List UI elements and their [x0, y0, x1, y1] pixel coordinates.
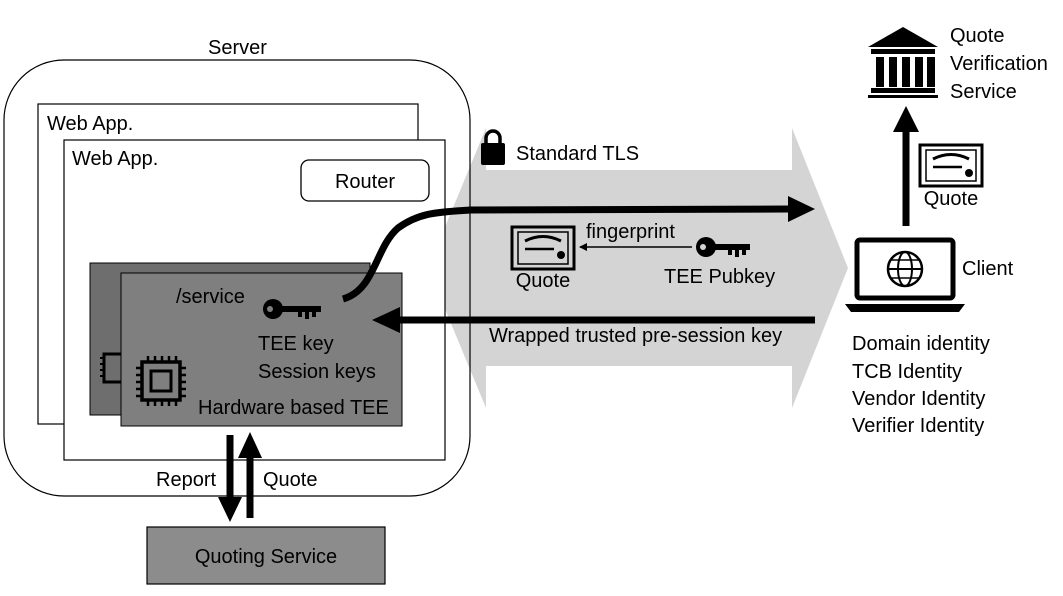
certificate-icon [510, 225, 576, 271]
verification-line3: Service [950, 81, 1017, 103]
tee-label: Hardware based TEE [198, 397, 389, 419]
report-arrowhead [218, 497, 242, 522]
router-box [300, 159, 430, 202]
quoting-service-label: Quoting Service [195, 546, 337, 568]
tls-session-arrowhead [788, 196, 815, 222]
key-icon [696, 237, 750, 257]
tls-label: Standard TLS [516, 143, 639, 165]
bank-icon [868, 27, 938, 98]
quote-label: Quote [263, 469, 317, 491]
tee-endpoint: /service [176, 286, 245, 308]
web-app-back-label: Web App. [47, 113, 133, 135]
verification-line1: Quote [950, 25, 1004, 47]
wrapped-key-label: Wrapped trusted pre-session key [489, 325, 782, 347]
client-identity: Verifier Identity [852, 415, 984, 437]
tls-session-arrow [341, 205, 791, 303]
verification-line2: Verification [950, 53, 1048, 75]
lock-icon [481, 129, 505, 165]
fingerprint-label: fingerprint [586, 221, 675, 243]
client-label: Client [962, 258, 1014, 280]
web-app-front-label: Web App. [72, 148, 158, 170]
tls-band [428, 128, 848, 408]
router-label: Router [335, 171, 395, 193]
wrapped-key-arrowhead [372, 307, 400, 333]
quoting-service-box [146, 526, 386, 585]
tee-pubkey-label: TEE Pubkey [664, 266, 775, 288]
verify-arrowhead [893, 106, 919, 132]
client-quote-label: Quote [924, 188, 978, 210]
client-identity: Domain identity [852, 333, 990, 355]
server-title: Server [208, 37, 267, 59]
client-identity: TCB Identity [852, 361, 962, 383]
client-identity: Vendor Identity [852, 388, 985, 410]
tls-quote-label: Quote [516, 270, 570, 292]
quote-arrowhead [238, 432, 262, 458]
server-box [3, 59, 471, 497]
certificate-icon [918, 143, 984, 188]
tee-key-label: TEE key [258, 333, 334, 355]
chip-icon [136, 356, 186, 406]
report-label: Report [156, 469, 216, 491]
laptop-globe-icon [845, 237, 965, 312]
session-keys-label: Session keys [258, 361, 376, 383]
key-icon [263, 299, 321, 319]
